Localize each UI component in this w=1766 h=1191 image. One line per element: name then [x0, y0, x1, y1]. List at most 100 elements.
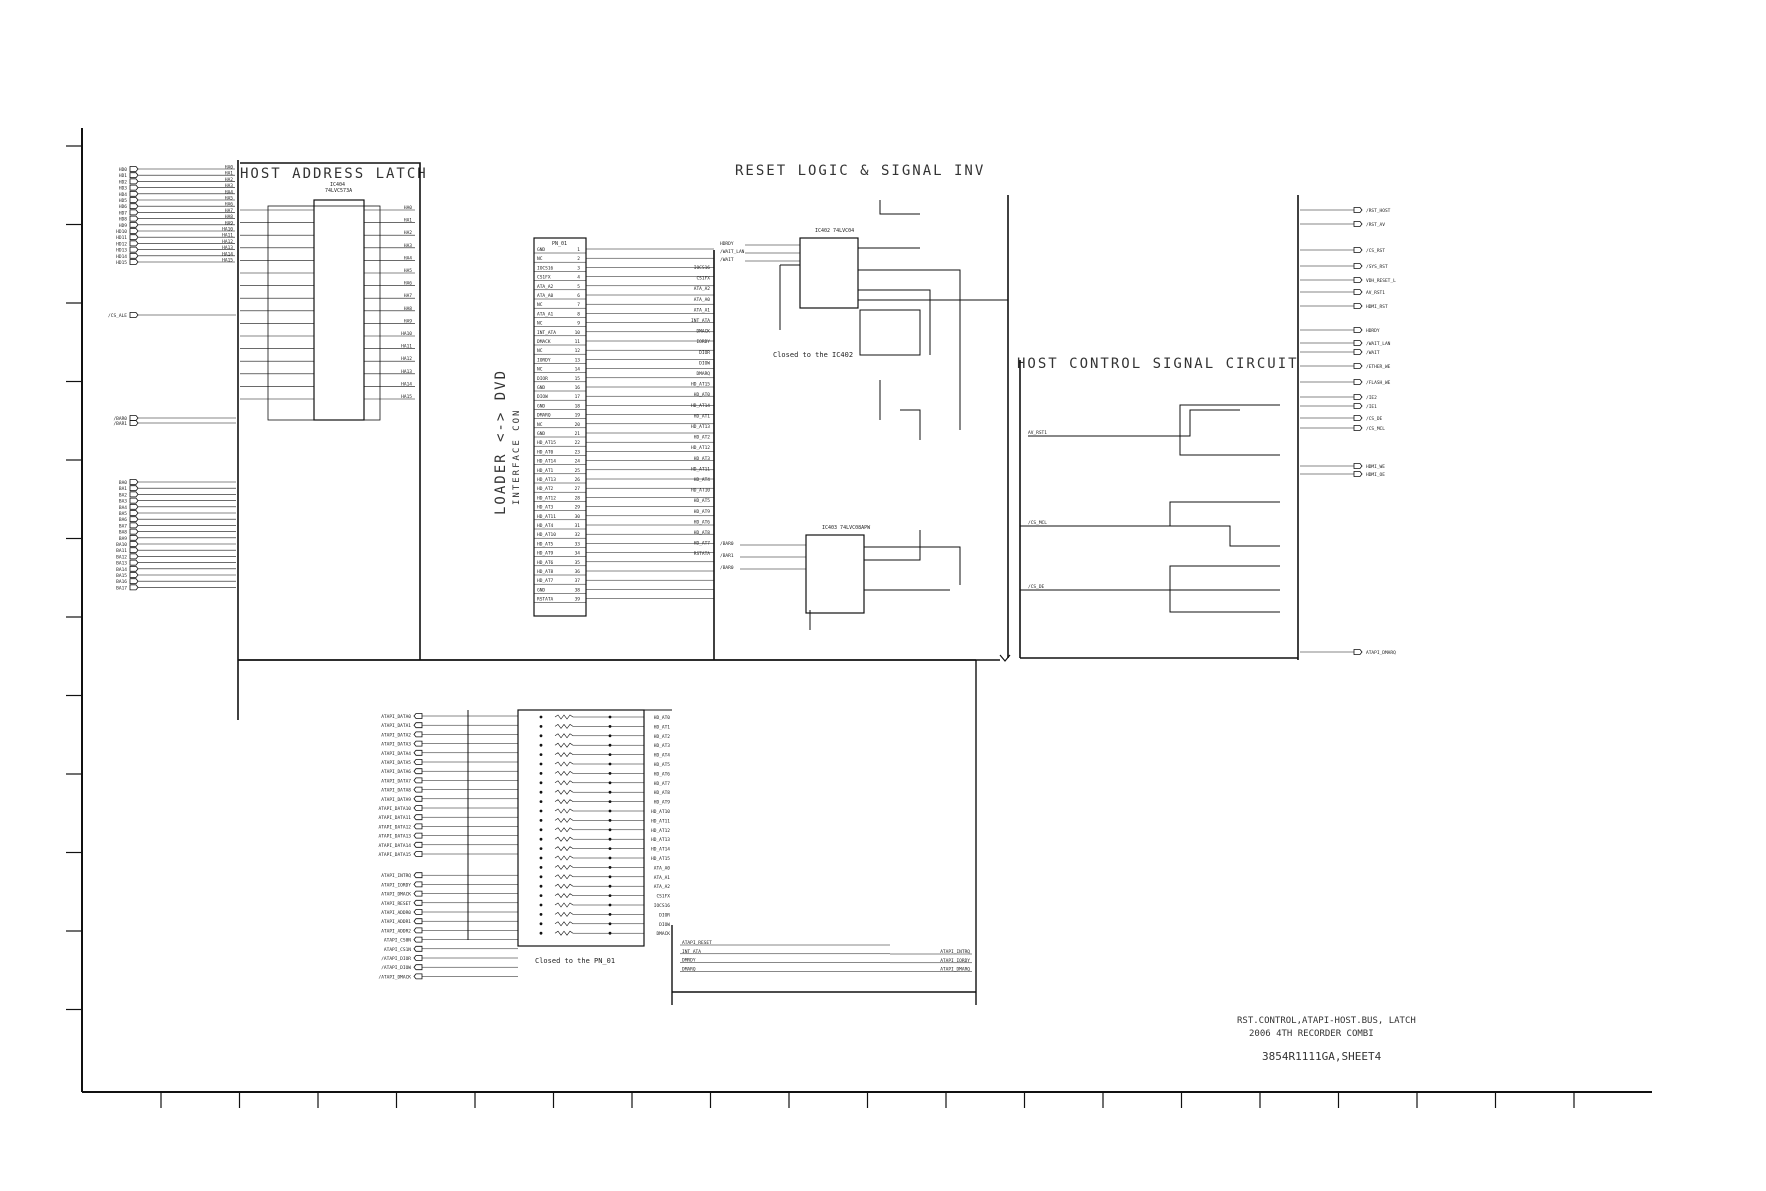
latch-hd-label: HA2 — [225, 177, 233, 183]
connector-pin-label: HD_AT11 — [537, 514, 556, 520]
connector-pin-number: 10 — [575, 330, 581, 336]
atapi-left-flag — [413, 890, 423, 897]
connector-pin-label: NC — [537, 422, 543, 428]
atapi-testpoint — [539, 743, 543, 747]
atapi-left-label: ATAPI_ADDR1 — [381, 919, 411, 925]
connector-net-label: DIOR — [699, 350, 710, 356]
connector-net-label: DMARQ — [696, 371, 710, 377]
connector-pin-label: HD_AT0 — [537, 449, 554, 455]
connector-net-label: HD_AT14 — [691, 403, 710, 409]
atapi-resistor — [554, 902, 574, 908]
latch-input-label: HD10 — [116, 229, 127, 235]
host-control-label: HDRDY — [1366, 328, 1380, 334]
svg-text:LOADER <-> DVD: LOADER <-> DVD — [493, 369, 509, 515]
latch-bus-label: BA14 — [116, 567, 127, 573]
latch-out-label: HA13 — [401, 369, 412, 375]
connector-net-label: DMACK — [696, 329, 710, 335]
connector-pin-label: INT_ATA — [537, 330, 556, 336]
atapi-left-flag — [413, 740, 423, 747]
latch-bus-flag — [129, 572, 139, 578]
latch-out-label: HA10 — [401, 331, 412, 337]
connector-net-label: HD_AT8 — [694, 530, 711, 536]
atapi-right-label: ATA_A2 — [654, 884, 671, 890]
latch-out-label: HA6 — [404, 281, 412, 287]
bottom-left-net: ATAPI_RESET — [682, 940, 712, 946]
latch-out-label: HA0 — [404, 205, 412, 211]
atapi-right-label: HD_AT5 — [654, 762, 671, 768]
bottom-right-net: ATAPI_DMARQ — [940, 967, 970, 973]
connector-net-label: HD_AT12 — [691, 445, 710, 451]
reset-ic: IC402 74LVC04 — [779, 200, 1008, 440]
atapi-left-flag — [413, 805, 423, 811]
atapi-right-label: DIOW — [659, 922, 670, 928]
atapi-resistor — [554, 742, 574, 748]
atapi-left-flag — [413, 814, 423, 821]
latch-bus-label: BA12 — [116, 554, 127, 560]
atapi-left-flag — [413, 973, 423, 980]
connector-pin-label: HD_AT9 — [537, 551, 554, 557]
host-control-label: /RST_AV — [1366, 222, 1385, 228]
connector-pin-label: GND — [537, 587, 545, 593]
atapi-left-flag — [413, 936, 423, 943]
connector-pin-number: 25 — [575, 468, 581, 474]
host-control-flag — [1353, 277, 1363, 283]
atapi-resistor — [554, 808, 574, 814]
atapi-left-flag — [413, 881, 423, 888]
connector-net-label: HD_AT15 — [691, 382, 710, 388]
latch-input-flag — [129, 240, 139, 247]
host-control-label: AV_RST1 — [1366, 290, 1385, 296]
atapi-right-label: CS1FX — [656, 894, 670, 900]
connector-pin-label: GND — [537, 431, 545, 437]
latch-hd-label: HA4 — [225, 189, 233, 195]
connector-pin-number: 33 — [575, 541, 581, 547]
atapi-right-label: ATA_A0 — [654, 865, 671, 871]
atapi-testpoint — [539, 725, 543, 728]
atapi-testpoint — [539, 866, 543, 869]
title-block: RST.CONTROL,ATAPI-HOST.BUS, LATCH 2006 4… — [1237, 1016, 1416, 1063]
title-block-line1: RST.CONTROL,ATAPI-HOST.BUS, LATCH — [1237, 1016, 1416, 1026]
atapi-right-label: DIOR — [659, 912, 670, 918]
latch-bus-flag — [129, 547, 139, 554]
logic-input-pins: /BAR0/BAR1/BAR0 — [720, 541, 806, 571]
latch-hd-label: HA1 — [225, 171, 233, 177]
connector-pin-label: DIOW — [537, 394, 548, 400]
atapi-testpoint — [539, 931, 543, 935]
atapi-left-label: ATAPI_DATA11 — [378, 815, 411, 821]
latch-out-label: HA8 — [404, 306, 412, 312]
atapi-right-label: HD_AT12 — [651, 828, 670, 834]
atapi-left-flag — [413, 851, 423, 857]
atapi-resistor — [554, 723, 574, 729]
connector-pin-label: HD_AT6 — [537, 560, 554, 566]
host-control-label: /ETHER_WE — [1366, 364, 1391, 370]
atapi-testpoint — [539, 894, 543, 897]
atapi-left-flag — [413, 777, 423, 784]
latch-input-label: HD8 — [119, 217, 127, 223]
reset-ic-label: IC402 74LVC04 — [815, 228, 854, 234]
latch-bus-flag — [129, 565, 139, 572]
latch-bus-label: BA13 — [116, 561, 127, 567]
connector-pn01: PN_01 — [533, 237, 587, 617]
atapi-left-label: ATAPI_DATA14 — [378, 843, 411, 849]
atapi-left-flag — [413, 927, 423, 934]
host-control-label: HDMI_RST — [1366, 304, 1388, 310]
latch-input-label: HD15 — [116, 260, 127, 266]
atapi-right-label: HD_AT8 — [654, 790, 671, 796]
latch-out-label: HA7 — [404, 293, 412, 299]
atapi-right-label: HD_AT3 — [654, 743, 671, 749]
connector-net-label: HD_AT7 — [694, 541, 711, 547]
atapi-right-label: HD_AT4 — [654, 753, 671, 759]
latch-bus-flag — [129, 485, 139, 492]
latch-input-flag — [129, 209, 139, 216]
connector-pin-number: 29 — [575, 505, 581, 511]
atapi-left-label: ATAPI_DATA4 — [381, 751, 411, 757]
connector-net-label: ATA_A1 — [694, 307, 711, 313]
logic-ic-label: IC403 74LVC08APW — [822, 525, 871, 531]
host-control-input-label: /CS_DE — [1028, 584, 1045, 590]
connector-pin-label: HD_AT4 — [537, 523, 554, 529]
connector-pin-number: 22 — [575, 440, 581, 446]
connector-net-label: HD_AT10 — [691, 488, 710, 494]
connector-pin-number: 35 — [575, 560, 581, 566]
left-ruler-ticks — [66, 145, 82, 1011]
connector-pin-label: RSTATA — [537, 597, 554, 603]
atapi-left-label: ATAPI_ADDR2 — [381, 928, 411, 934]
